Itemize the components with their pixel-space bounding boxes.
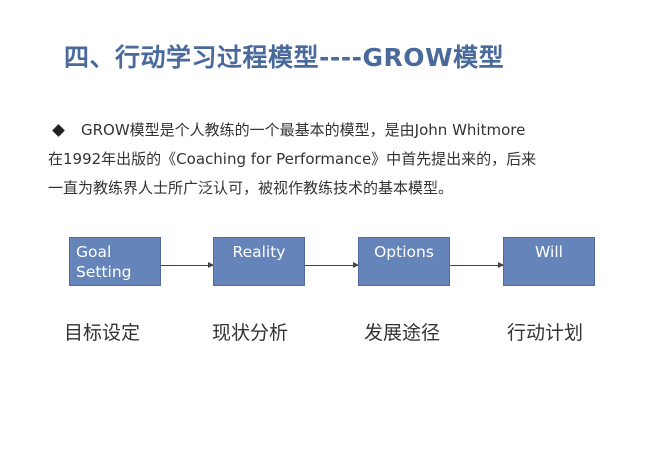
flow-box-goal-setting: Goal Setting <box>69 237 161 286</box>
flow-box-options-label: Options <box>374 243 434 261</box>
bullet-line-3: 一直为教练界人士所广泛认可，被视作教练技术的基本模型。 <box>48 179 454 197</box>
caption-reality: 现状分析 <box>212 322 289 344</box>
bullet-line-1: GROW模型是个人教练的一个最基本的模型，是由John Whitmore <box>48 116 628 145</box>
flow-box-reality-label: Reality <box>232 243 286 261</box>
diamond-bullet-icon <box>52 123 65 137</box>
bullet-paragraph: GROW模型是个人教练的一个最基本的模型，是由John Whitmore 在19… <box>48 116 628 203</box>
flow-box-reality: Reality <box>213 237 305 286</box>
arrow-right-icon <box>450 262 504 268</box>
flow-box-options: Options <box>358 237 450 286</box>
flow-box-will: Will <box>503 237 595 286</box>
caption-options: 发展途径 <box>364 322 441 344</box>
flow-box-will-label: Will <box>535 243 563 261</box>
slide-title: 四、行动学习过程模型----GROW模型 <box>64 43 505 72</box>
arrow-right-icon <box>161 262 214 268</box>
bullet-line-1-text: GROW模型是个人教练的一个最基本的模型，是由John Whitmore <box>81 121 526 139</box>
bullet-line-2: 在1992年出版的《Coaching for Performance》中首先提出… <box>48 150 537 168</box>
flow-box-goal-setting-line2: Setting <box>76 263 132 281</box>
caption-will: 行动计划 <box>507 322 584 344</box>
caption-goal-setting: 目标设定 <box>64 322 141 344</box>
arrow-right-icon <box>305 262 359 268</box>
flow-box-goal-setting-line1: Goal <box>76 243 112 261</box>
